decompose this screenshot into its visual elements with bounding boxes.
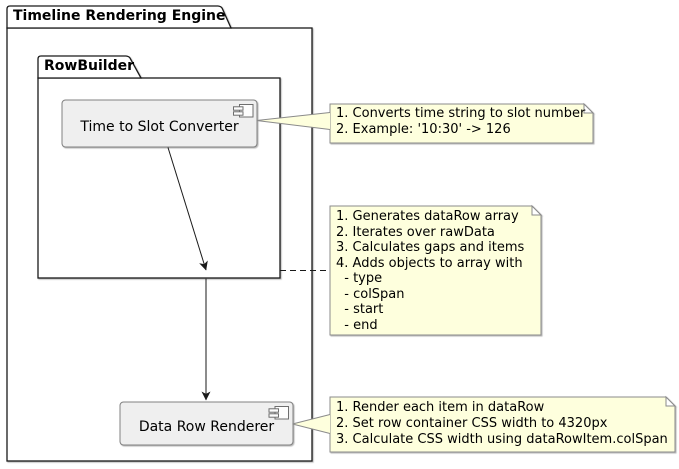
note-rowbuilder-text: 1. Generates dataRow array 2. Iterates o… [336,209,524,333]
outer-package-tab [6,5,233,29]
note-renderer [329,395,677,453]
note-line: 1. Converts time string to slot number [336,106,586,121]
note-body [329,103,594,144]
note-line: 3. Calculates gaps and items [336,240,525,255]
note-fold-icon [583,102,595,114]
note-fold-icon [531,204,543,216]
inner-package [37,55,281,279]
component-icon-tab [233,111,244,116]
flow-arrow-converter-to-boundary [167,147,208,271]
note-converter [329,102,595,144]
note-pointer-converter [256,112,331,130]
component-data-row-renderer [119,401,294,446]
outer-package-title: Timeline Rendering Engine [13,8,226,24]
component-icon [233,104,254,118]
note-line: - end [336,317,378,333]
note-body [329,205,542,336]
component-box [61,99,258,148]
note-line: 2. Set row container CSS width to 4320px [336,416,608,431]
note-fold-icon [665,395,677,407]
component-label-data-row-renderer: Data Row Renderer [138,418,275,435]
component-icon [268,406,289,420]
note-rowbuilder [329,204,543,336]
component-icon-tab [268,408,279,413]
note-line: 1. Generates dataRow array [336,209,519,224]
component-icon-tab [268,413,279,418]
component-label-time-to-slot-converter: Time to Slot Converter [80,118,239,135]
note-converter-text: 1. Converts time string to slot number 2… [336,106,585,138]
note-line: 4. Adds objects to array with [336,255,523,271]
note-line: 2. Example: '10:30' -> 126 [336,122,511,137]
note-body [329,396,676,453]
component-icon-tab [233,106,244,111]
note-line: 2. Iterates over rawData [336,224,495,240]
note-line: 3. Calculate CSS width using dataRowItem… [336,432,668,447]
inner-package-title: RowBuilder [44,58,134,74]
note-pointer-renderer [292,414,331,434]
inner-package-tab [37,55,143,79]
note-line: 1. Render each item in dataRow [336,400,545,415]
note-line: - start [336,302,384,317]
note-line: - type [336,271,383,286]
note-line: - colSpan [336,286,405,302]
component-time-to-slot-converter [61,99,258,148]
note-renderer-text: 1. Render each item in dataRow 2. Set ro… [336,400,668,448]
